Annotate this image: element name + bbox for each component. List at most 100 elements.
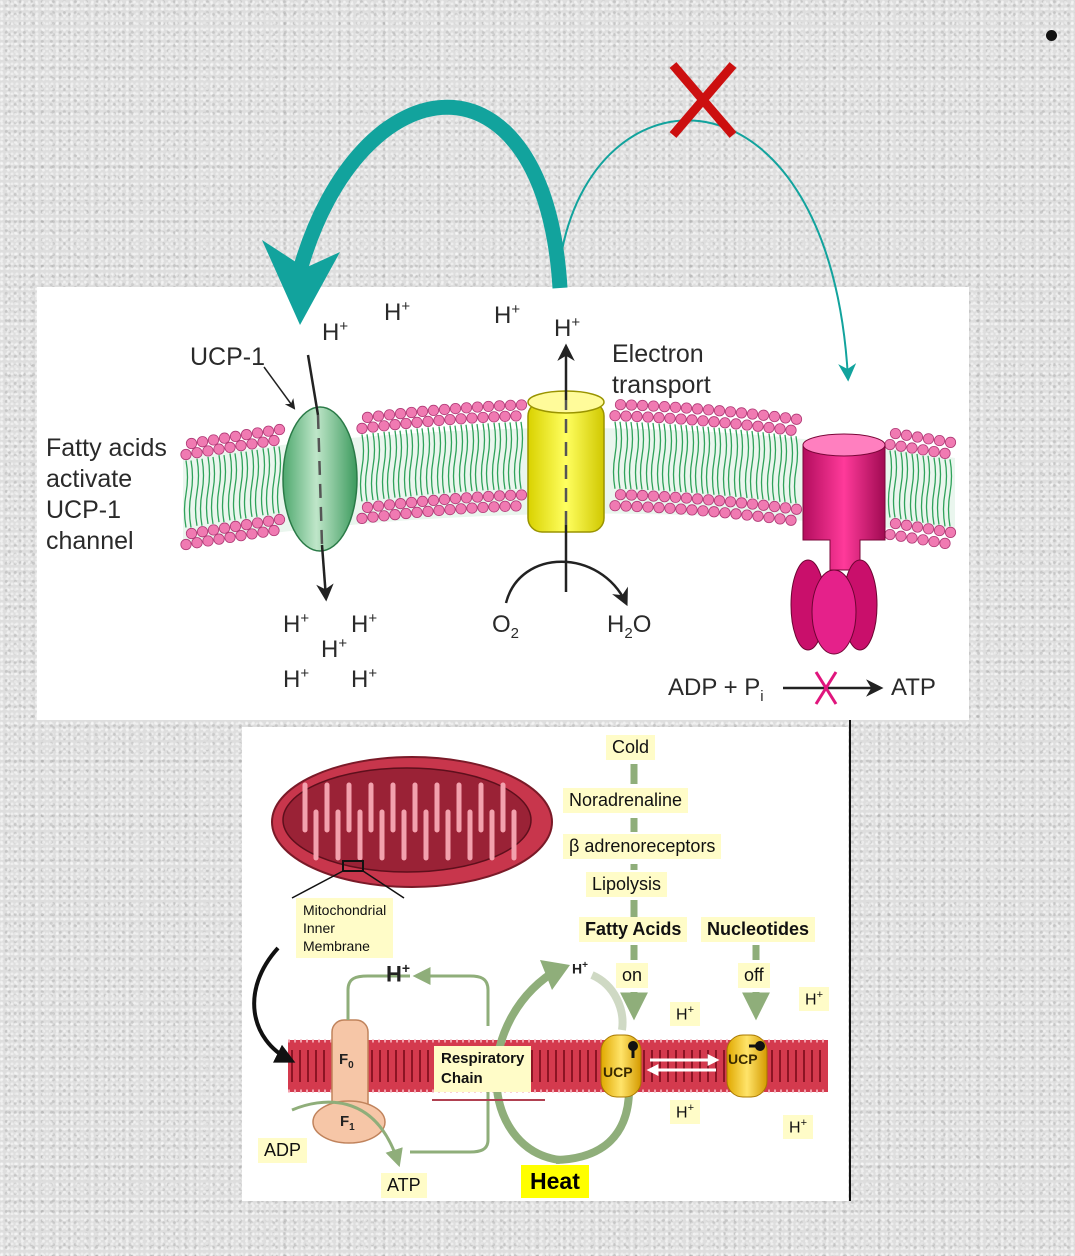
lipid-head [202, 445, 214, 457]
lipid-tail [188, 460, 194, 528]
proton-base: H [676, 1006, 688, 1024]
lipid-head [675, 413, 687, 425]
proton-charge: + [800, 1117, 807, 1129]
oxygen-sub: 2 [510, 624, 520, 642]
reaction-left-sub: i [760, 687, 764, 705]
lipid-tail [221, 455, 227, 523]
lipid-head [724, 406, 737, 418]
lipid-head [625, 489, 638, 501]
water-sub: 2 [624, 624, 633, 642]
lipid-tail [727, 428, 733, 496]
atp-synthase [790, 433, 886, 655]
lipid-head [411, 506, 423, 519]
lipid-head [394, 498, 407, 510]
lipid-head [680, 492, 693, 504]
lipid-tail [425, 427, 431, 495]
lipid-head [653, 502, 665, 514]
lipid-tail [210, 456, 216, 525]
lipid-tail [672, 424, 678, 492]
lipid-head [917, 444, 929, 456]
lipid-head [438, 403, 451, 416]
lipid-tail [507, 422, 513, 490]
lipid-tail [491, 422, 497, 490]
lipid-head [394, 408, 407, 420]
fatty-acids-note-line: Fatty acids [46, 434, 167, 462]
lipid-tail [711, 427, 717, 495]
electron-transport-label: Electron transport [612, 339, 711, 401]
lipid-head [416, 405, 429, 418]
lipid-tail [419, 428, 425, 496]
lipid-tail [925, 455, 931, 523]
lipid-tail [942, 459, 948, 527]
lipid-head [702, 494, 715, 506]
lipid-head [719, 417, 731, 429]
lipid-tail [232, 453, 238, 521]
proton-box: H+ [670, 1002, 700, 1027]
lipid-head [658, 491, 671, 503]
lipid-head [730, 418, 742, 430]
lipid-head [422, 505, 434, 518]
proton-label: H+ [351, 665, 377, 694]
proton-box: H+ [670, 1100, 700, 1125]
lipid-head [906, 532, 918, 544]
membrane-label: Mitochondrial Inner Membrane [296, 898, 394, 958]
lipid-tail [678, 424, 684, 493]
proton-charge: + [401, 960, 411, 976]
lipid-head [906, 442, 918, 454]
lipid-head [240, 429, 253, 441]
lipid-head [763, 511, 775, 524]
proton-base: H [384, 299, 402, 326]
lipid-tail [447, 425, 453, 493]
lipid-head [427, 494, 440, 507]
proton-charge: + [687, 1004, 694, 1016]
ucp-protein-off [726, 1034, 768, 1098]
lipid-tail [788, 436, 794, 504]
blocked-reaction-cross [814, 671, 838, 705]
respiratory-chain-label: Respiratory Chain [434, 1046, 532, 1092]
lipid-head [702, 404, 715, 416]
lipid-tail [667, 424, 673, 492]
lipid-head [691, 403, 704, 415]
lipid-head [224, 531, 236, 543]
cascade-cold: Cold [606, 735, 656, 760]
lipid-head [686, 504, 698, 516]
lipid-head [477, 501, 489, 514]
lipid-tail [381, 431, 387, 499]
lipid-head [664, 502, 676, 514]
lipid-tail [227, 453, 233, 521]
lipid-head [697, 505, 709, 517]
ucp-protein-on [600, 1034, 642, 1098]
lipid-head [752, 510, 764, 522]
lipid-head [895, 530, 907, 542]
lipid-head [884, 528, 896, 541]
heat-box: Heat [521, 1165, 589, 1198]
atp-synthase-path-arrow [561, 119, 857, 382]
lipid-head [785, 514, 797, 526]
lipid-head [631, 500, 643, 513]
nucleotides-box: Nucleotides [701, 917, 816, 942]
lipid-head [642, 501, 654, 513]
lipid-tail [254, 449, 260, 518]
lipid-head [367, 421, 379, 433]
lipid-tail [403, 429, 409, 497]
proton-base: H [386, 961, 402, 987]
heat-cycle-arrowhead [540, 960, 570, 990]
lipid-head [444, 413, 456, 426]
proton-exit-arrow [590, 971, 627, 1031]
lipid-tail [694, 425, 700, 494]
lipid-head [757, 499, 770, 511]
lipid-head [229, 430, 242, 442]
lipid-head [427, 404, 440, 417]
proton-base: H [283, 611, 301, 638]
lipid-head [196, 436, 209, 448]
lipid-tail [408, 429, 414, 497]
lipid-tail [496, 422, 502, 490]
lipid-head [675, 503, 687, 515]
lipid-tail [777, 434, 783, 502]
lipid-head [411, 416, 423, 429]
lipid-head [669, 491, 682, 503]
lipid-tail [612, 421, 618, 489]
ucp1-channel [263, 354, 358, 602]
lipid-tail [793, 436, 799, 504]
lipid-head [889, 427, 902, 440]
